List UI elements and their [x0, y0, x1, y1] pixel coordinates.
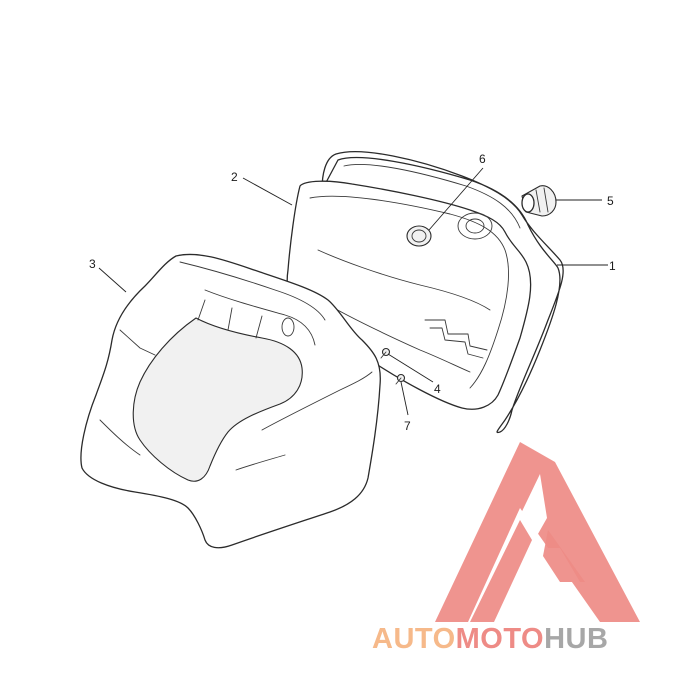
- leader-6: [428, 167, 484, 231]
- part-6-grommet: [406, 225, 432, 247]
- callout-4: 4: [434, 382, 441, 396]
- leader-3: [98, 267, 127, 293]
- watermark-text-hub: HUB: [544, 623, 608, 655]
- leader-lines: [98, 167, 608, 416]
- part-4-screw: [380, 347, 391, 359]
- automotohub-watermark: AUTOMOTOHUB: [372, 442, 640, 655]
- leader-7: [400, 381, 409, 416]
- part-3-saddle-fairing: [80, 253, 381, 549]
- svg-text:AUTOMOTOHUB: AUTOMOTOHUB: [372, 623, 608, 655]
- callout-1: 1: [609, 259, 616, 273]
- leader-4: [387, 353, 434, 383]
- part-7-screw: [395, 373, 406, 385]
- watermark-text-auto: AUTO: [372, 623, 456, 655]
- callout-6: 6: [479, 152, 486, 166]
- watermark-text-moto: MOTO: [456, 623, 544, 655]
- callout-7: 7: [404, 419, 411, 433]
- callout-2: 2: [231, 170, 238, 184]
- leader-2: [242, 177, 293, 206]
- callout-5: 5: [607, 194, 614, 208]
- part-1-seal-frame: [321, 151, 564, 434]
- callout-labels: 1 2 3 4 5 6 7: [89, 152, 616, 433]
- callout-3: 3: [89, 257, 96, 271]
- part-5-connector: [521, 185, 557, 217]
